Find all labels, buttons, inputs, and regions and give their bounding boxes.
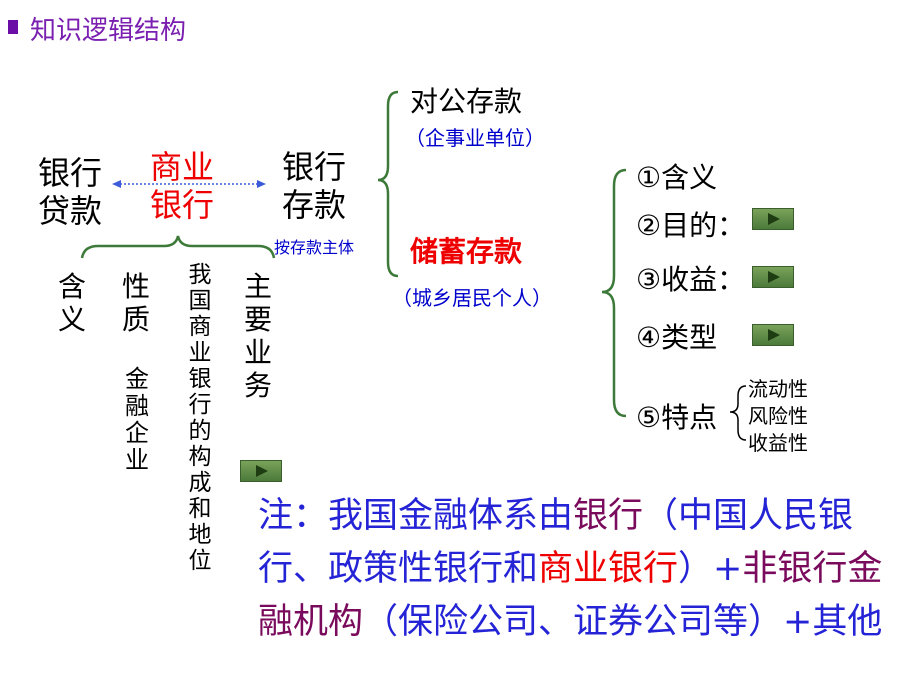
note-prefix: 注：我国金融体系由: [258, 496, 574, 536]
detail-features: ⑤特点: [636, 401, 718, 434]
detail-meaning: ①含义: [636, 161, 718, 194]
bank-deposits: 银行 存款: [282, 148, 347, 224]
title-bullet-icon: [8, 20, 18, 34]
note-suffix: （保险公司、证券公司等）+其他: [363, 602, 883, 642]
financial-enterprise: 金融企业: [125, 365, 149, 474]
bottom-brace: [80, 235, 276, 259]
financial-system-note: 注：我国金融体系由银行（中国人民银行、政策性银行和商业银行）+非银行金融机构（保…: [258, 490, 910, 649]
play-button-business[interactable]: [240, 460, 282, 482]
savings-brace: [601, 168, 627, 418]
arrow-left-head: [112, 180, 121, 188]
item-meaning: 含义: [57, 270, 86, 336]
arrow-right-head: [257, 180, 266, 188]
deposit-brace: [377, 90, 399, 278]
detail-types: ④类型: [636, 321, 718, 354]
note-commercial: 商业银行: [538, 549, 679, 589]
detail-purpose: ②目的：: [636, 209, 746, 242]
corporate-deposit-note: （企事业单位）: [405, 126, 545, 150]
item-nature: 性质: [121, 270, 150, 336]
corporate-deposit: 对公存款: [410, 85, 523, 118]
traits-list: 流动性 风险性 收益性: [748, 376, 808, 457]
savings-deposit: 储蓄存款: [410, 235, 523, 268]
bank-loans: 银行 贷款: [38, 154, 103, 230]
trait-risk: 风险性: [748, 404, 808, 428]
detail-yield: ③收益：: [636, 263, 746, 296]
trait-yield: 收益性: [748, 431, 808, 455]
savings-deposit-note: （城乡居民个人）: [392, 286, 552, 310]
play-button-yield[interactable]: [752, 266, 794, 288]
slide-title: 知识逻辑结构: [30, 16, 187, 46]
note-plus: ）+: [678, 549, 743, 589]
deposit-subject-note: 按存款主体: [274, 238, 355, 257]
trait-liquidity: 流动性: [748, 377, 808, 401]
note-nonbank: 非银行金融机构: [258, 549, 883, 642]
item-main-business: 主要业务: [243, 270, 272, 402]
item-composition: 我国商业银行的构成和地位: [188, 262, 212, 574]
traits-brace: [729, 385, 747, 441]
note-bank: 银行: [573, 496, 644, 536]
commercial-bank: 商业 银行: [150, 148, 215, 224]
play-button-types[interactable]: [752, 324, 794, 346]
note-mid: （中国人民银行、政策性银行和: [258, 496, 854, 589]
play-button-purpose[interactable]: [752, 208, 794, 230]
